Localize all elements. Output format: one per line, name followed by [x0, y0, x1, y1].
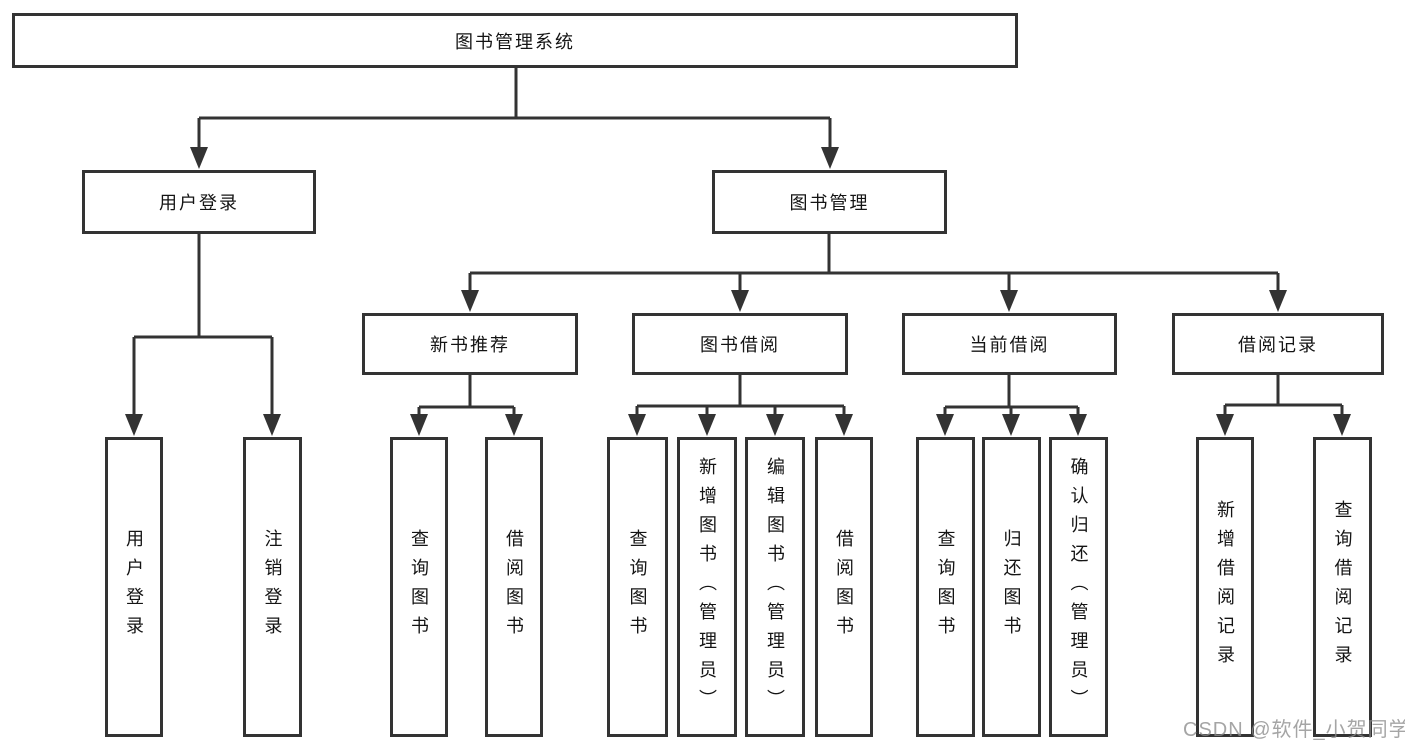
- leaf-records-add-record: 新增借阅记录: [1196, 437, 1254, 737]
- connector-newbook-branch: [410, 375, 523, 436]
- node-current-borrow-label: 当前借阅: [969, 335, 1050, 355]
- leaf-borrow-query-books: 查询图书: [607, 437, 668, 737]
- leaf-current-confirm-return-admin: 确认归还（管理员）: [1049, 437, 1108, 737]
- leaf-newbook-borrow-books-label: 借阅图书: [504, 529, 524, 645]
- connector-login-branch: [125, 234, 281, 436]
- leaf-user-login: 用户登录: [105, 437, 163, 737]
- connector-current-branch: [936, 375, 1087, 436]
- leaf-records-query-record: 查询借阅记录: [1313, 437, 1372, 737]
- node-book-management: 图书管理: [712, 170, 947, 234]
- leaf-current-query-books-label: 查询图书: [935, 529, 956, 645]
- node-root: 图书管理系统: [12, 13, 1018, 68]
- leaf-current-query-books: 查询图书: [916, 437, 975, 737]
- connector-management-branch: [461, 234, 1287, 312]
- node-current-borrow: 当前借阅: [902, 313, 1117, 375]
- connector-records-branch: [1216, 375, 1351, 436]
- leaf-borrow-add-books-admin-label: 新增图书（管理员）: [697, 456, 717, 718]
- connector-root-branch: [190, 68, 839, 169]
- leaf-current-return-books: 归还图书: [982, 437, 1041, 737]
- node-book-borrow-label: 图书借阅: [700, 335, 780, 355]
- node-book-borrow: 图书借阅: [632, 313, 848, 375]
- leaf-logout-label: 注销登录: [262, 529, 283, 645]
- leaf-newbook-query-books-label: 查询图书: [409, 529, 429, 645]
- leaf-borrow-borrow-books-label: 借阅图书: [834, 529, 854, 645]
- leaf-logout: 注销登录: [243, 437, 302, 737]
- node-new-book-recommend-label: 新书推荐: [430, 335, 510, 355]
- leaf-borrow-query-books-label: 查询图书: [627, 529, 648, 645]
- leaf-newbook-borrow-books: 借阅图书: [485, 437, 543, 737]
- node-new-book-recommend: 新书推荐: [362, 313, 578, 375]
- leaf-current-confirm-return-admin-label: 确认归还（管理员）: [1068, 456, 1089, 718]
- leaf-borrow-borrow-books: 借阅图书: [815, 437, 873, 737]
- leaf-user-login-label: 用户登录: [124, 529, 144, 645]
- node-borrow-records: 借阅记录: [1172, 313, 1384, 375]
- leaf-borrow-add-books-admin: 新增图书（管理员）: [677, 437, 737, 737]
- leaf-records-add-record-label: 新增借阅记录: [1215, 500, 1235, 674]
- leaf-borrow-edit-books-admin: 编辑图书（管理员）: [745, 437, 805, 737]
- connector-borrow-branch: [628, 375, 853, 436]
- watermark: CSDN @软件_小贺同学: [1183, 719, 1405, 741]
- leaf-newbook-query-books: 查询图书: [390, 437, 448, 737]
- node-book-management-label: 图书管理: [789, 193, 870, 213]
- node-borrow-records-label: 借阅记录: [1238, 335, 1318, 355]
- node-user-login: 用户登录: [82, 170, 316, 234]
- node-user-login-label: 用户登录: [159, 193, 239, 213]
- leaf-current-return-books-label: 归还图书: [1001, 529, 1022, 645]
- leaf-borrow-edit-books-admin-label: 编辑图书（管理员）: [765, 456, 785, 718]
- leaf-records-query-record-label: 查询借阅记录: [1332, 500, 1353, 674]
- node-root-label: 图书管理系统: [455, 31, 575, 52]
